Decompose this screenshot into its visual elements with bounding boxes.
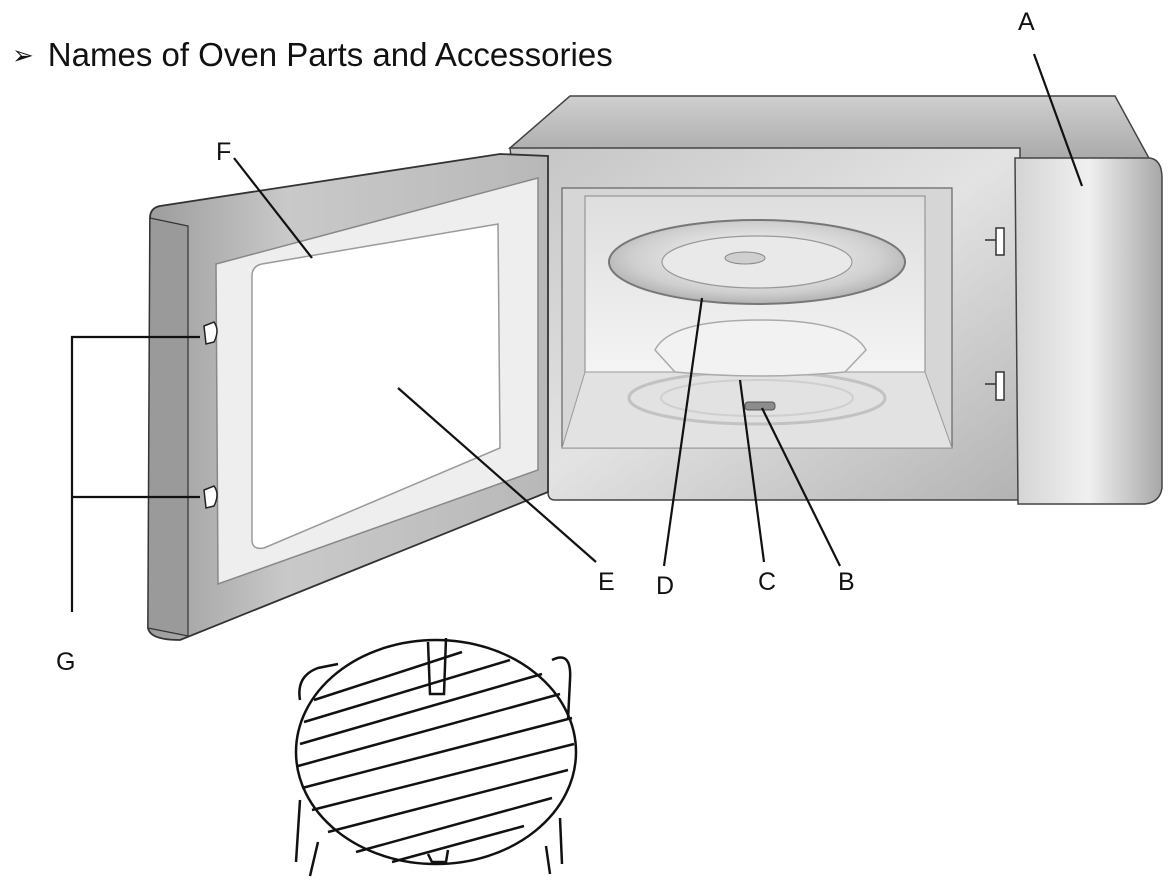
label-f: F (216, 138, 231, 166)
label-b: B (838, 568, 855, 596)
door-hook-lower (204, 486, 217, 508)
label-d: D (656, 572, 674, 600)
coupler (745, 402, 775, 410)
label-g: G (56, 648, 75, 676)
control-panel (1015, 158, 1162, 504)
label-a: A (1018, 8, 1035, 36)
label-c: C (758, 568, 776, 596)
door-edge (148, 218, 188, 636)
roller-ring (655, 320, 866, 376)
door-hook-upper (204, 322, 217, 344)
label-e: E (598, 568, 615, 596)
grill-rack (296, 638, 576, 876)
glass-tray-hub (725, 252, 765, 264)
